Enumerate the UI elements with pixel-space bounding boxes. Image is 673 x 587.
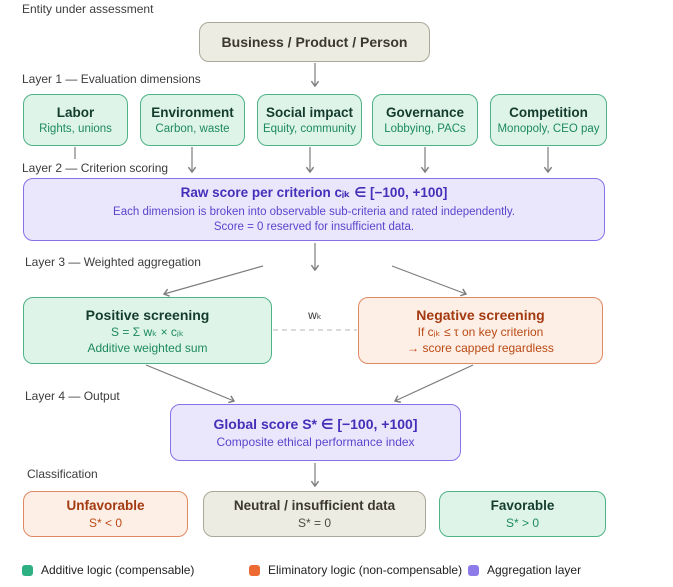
- additive-logic-swatch-icon: [22, 564, 33, 576]
- positive-screening-box: Positive screening S = Σ wₖ × cᵢₖ Additi…: [23, 297, 272, 364]
- layer1-label: Layer 1 — Evaluation dimensions: [22, 72, 201, 86]
- legend-label: Additive logic (compensable): [41, 563, 195, 577]
- classification-label: Classification: [27, 467, 98, 481]
- negative-screening-box: Negative screening If cᵢₖ ≤ τ on key cri…: [358, 297, 603, 364]
- criterion-scoring-title: Raw score per criterion cᵢₖ ∈ [−100, +10…: [180, 185, 448, 200]
- dimension-box-social-impact: Social impact Equity, community: [257, 94, 362, 146]
- legend-item-additive: Additive logic (compensable): [22, 563, 194, 577]
- criterion-scoring-line1: Each dimension is broken into observable…: [113, 206, 515, 218]
- legend-label: Aggregation layer: [487, 563, 582, 577]
- positive-screening-formula: S = Σ wₖ × cᵢₖ: [111, 324, 184, 339]
- entity-box-title: Business / Product / Person: [221, 34, 408, 50]
- negative-screening-condition: If cᵢₖ ≤ τ on key criterion: [417, 324, 544, 339]
- entity-label: Entity under assessment: [22, 2, 154, 16]
- legend-item-eliminatory: Eliminatory logic (non-compensable): [249, 563, 462, 577]
- dimension-box-labor: Labor Rights, unions: [23, 94, 128, 146]
- classification-condition: S* < 0: [88, 516, 123, 530]
- positive-screening-note: Additive weighted sum: [87, 340, 208, 355]
- layer3-label: Layer 3 — Weighted aggregation: [25, 255, 201, 269]
- global-score-title: Global score S* ∈ [−100, +100]: [213, 416, 418, 432]
- legend-label: Eliminatory logic (non-compensable): [268, 563, 463, 577]
- global-score-subtitle: Composite ethical performance index: [216, 435, 415, 449]
- positive-screening-title: Positive screening: [85, 306, 210, 323]
- classification-condition: S* > 0: [505, 516, 540, 530]
- classification-title: Neutral / insufficient data: [233, 498, 396, 513]
- dimension-title: Environment: [151, 104, 234, 120]
- aggregation-layer-swatch-icon: [468, 564, 479, 576]
- weight-label: wₖ: [308, 308, 322, 322]
- dimension-subtitle: Rights, unions: [39, 122, 112, 135]
- layer2-label: Layer 2 — Criterion scoring: [22, 161, 169, 175]
- classification-box-favorable: Favorable S* > 0: [439, 491, 606, 537]
- dimension-box-governance: Governance Lobbying, PACs: [372, 94, 478, 146]
- dimension-box-environment: Environment Carbon, waste: [140, 94, 245, 146]
- eliminatory-logic-swatch-icon: [249, 564, 260, 576]
- dimension-title: Competition: [509, 104, 588, 120]
- layer4-label: Layer 4 — Output: [25, 389, 120, 403]
- dimension-title: Labor: [56, 104, 95, 120]
- dimension-subtitle: Equity, community: [262, 122, 357, 135]
- negative-screening-consequence: → score capped regardless: [407, 340, 554, 355]
- criterion-scoring-line2: Score = 0 reserved for insufficient data…: [213, 221, 415, 233]
- dimension-box-competition: Competition Monopoly, CEO pay: [490, 94, 607, 146]
- negative-screening-title: Negative screening: [416, 306, 545, 323]
- dimension-title: Social impact: [265, 104, 354, 120]
- criterion-scoring-box: Raw score per criterion cᵢₖ ∈ [−100, +10…: [23, 178, 605, 241]
- dimension-title: Governance: [385, 104, 465, 120]
- global-score-box: Global score S* ∈ [−100, +100] Composite…: [170, 404, 461, 461]
- classification-title: Unfavorable: [66, 498, 145, 513]
- dimension-subtitle: Monopoly, CEO pay: [497, 122, 600, 135]
- classification-condition: S* = 0: [297, 516, 332, 530]
- classification-title: Favorable: [490, 498, 555, 513]
- dimension-subtitle: Carbon, waste: [155, 122, 230, 135]
- classification-box-unfavorable: Unfavorable S* < 0: [23, 491, 188, 537]
- dimension-subtitle: Lobbying, PACs: [384, 122, 466, 135]
- legend-item-aggregation: Aggregation layer: [468, 563, 581, 577]
- classification-box-neutral: Neutral / insufficient data S* = 0: [203, 491, 426, 537]
- entity-box: Business / Product / Person: [199, 22, 430, 62]
